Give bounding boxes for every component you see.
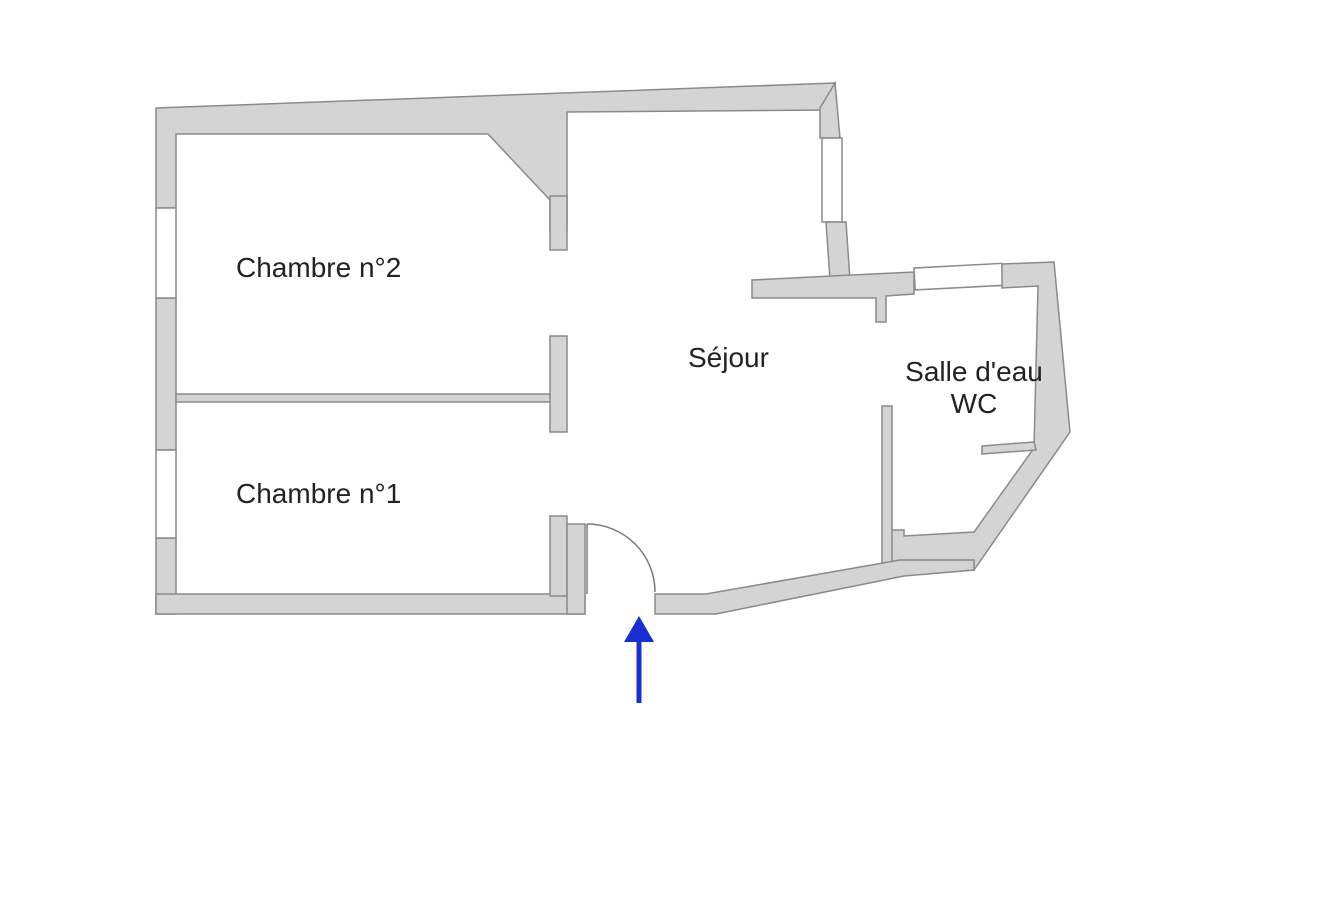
outer-wall-bottom-left bbox=[155, 593, 586, 615]
outer-wall-right-lower bbox=[825, 221, 851, 281]
outer-wall-top-left bbox=[155, 82, 836, 231]
room-label-living: Séjour bbox=[688, 342, 769, 373]
outer-wall-left-mid bbox=[155, 297, 177, 451]
window-bathroom bbox=[913, 262, 1004, 291]
arrow-up-icon bbox=[624, 616, 654, 703]
room-label-bedroom-2: Chambre n°2 bbox=[236, 252, 402, 283]
partition-bedrooms bbox=[175, 393, 553, 403]
window-sejour bbox=[821, 137, 843, 223]
outer-wall-bottom-right bbox=[654, 559, 975, 615]
entrance-jamb-left bbox=[566, 523, 586, 615]
outer-wall-bathroom-right bbox=[887, 261, 1071, 571]
bathroom-partition-stub bbox=[981, 441, 1037, 455]
room-label-bathroom-line2: WC bbox=[950, 388, 998, 420]
window-bedroom-2 bbox=[155, 207, 177, 299]
room-label-bathroom-line1: Salle d'eau bbox=[905, 356, 1043, 387]
window-bedroom-1 bbox=[155, 449, 177, 539]
entrance-door-swing bbox=[586, 523, 656, 593]
room-label-bedroom-1: Chambre n°1 bbox=[236, 478, 402, 509]
partition-stub-middle bbox=[549, 335, 568, 433]
room-label-bathroom: Salle d'eau WC bbox=[884, 356, 1064, 420]
partition-stub-lower bbox=[549, 515, 568, 597]
partition-stub-upper bbox=[549, 195, 568, 251]
bathroom-inner-wall bbox=[881, 405, 893, 567]
partition-sejour-bathroom bbox=[751, 271, 915, 323]
